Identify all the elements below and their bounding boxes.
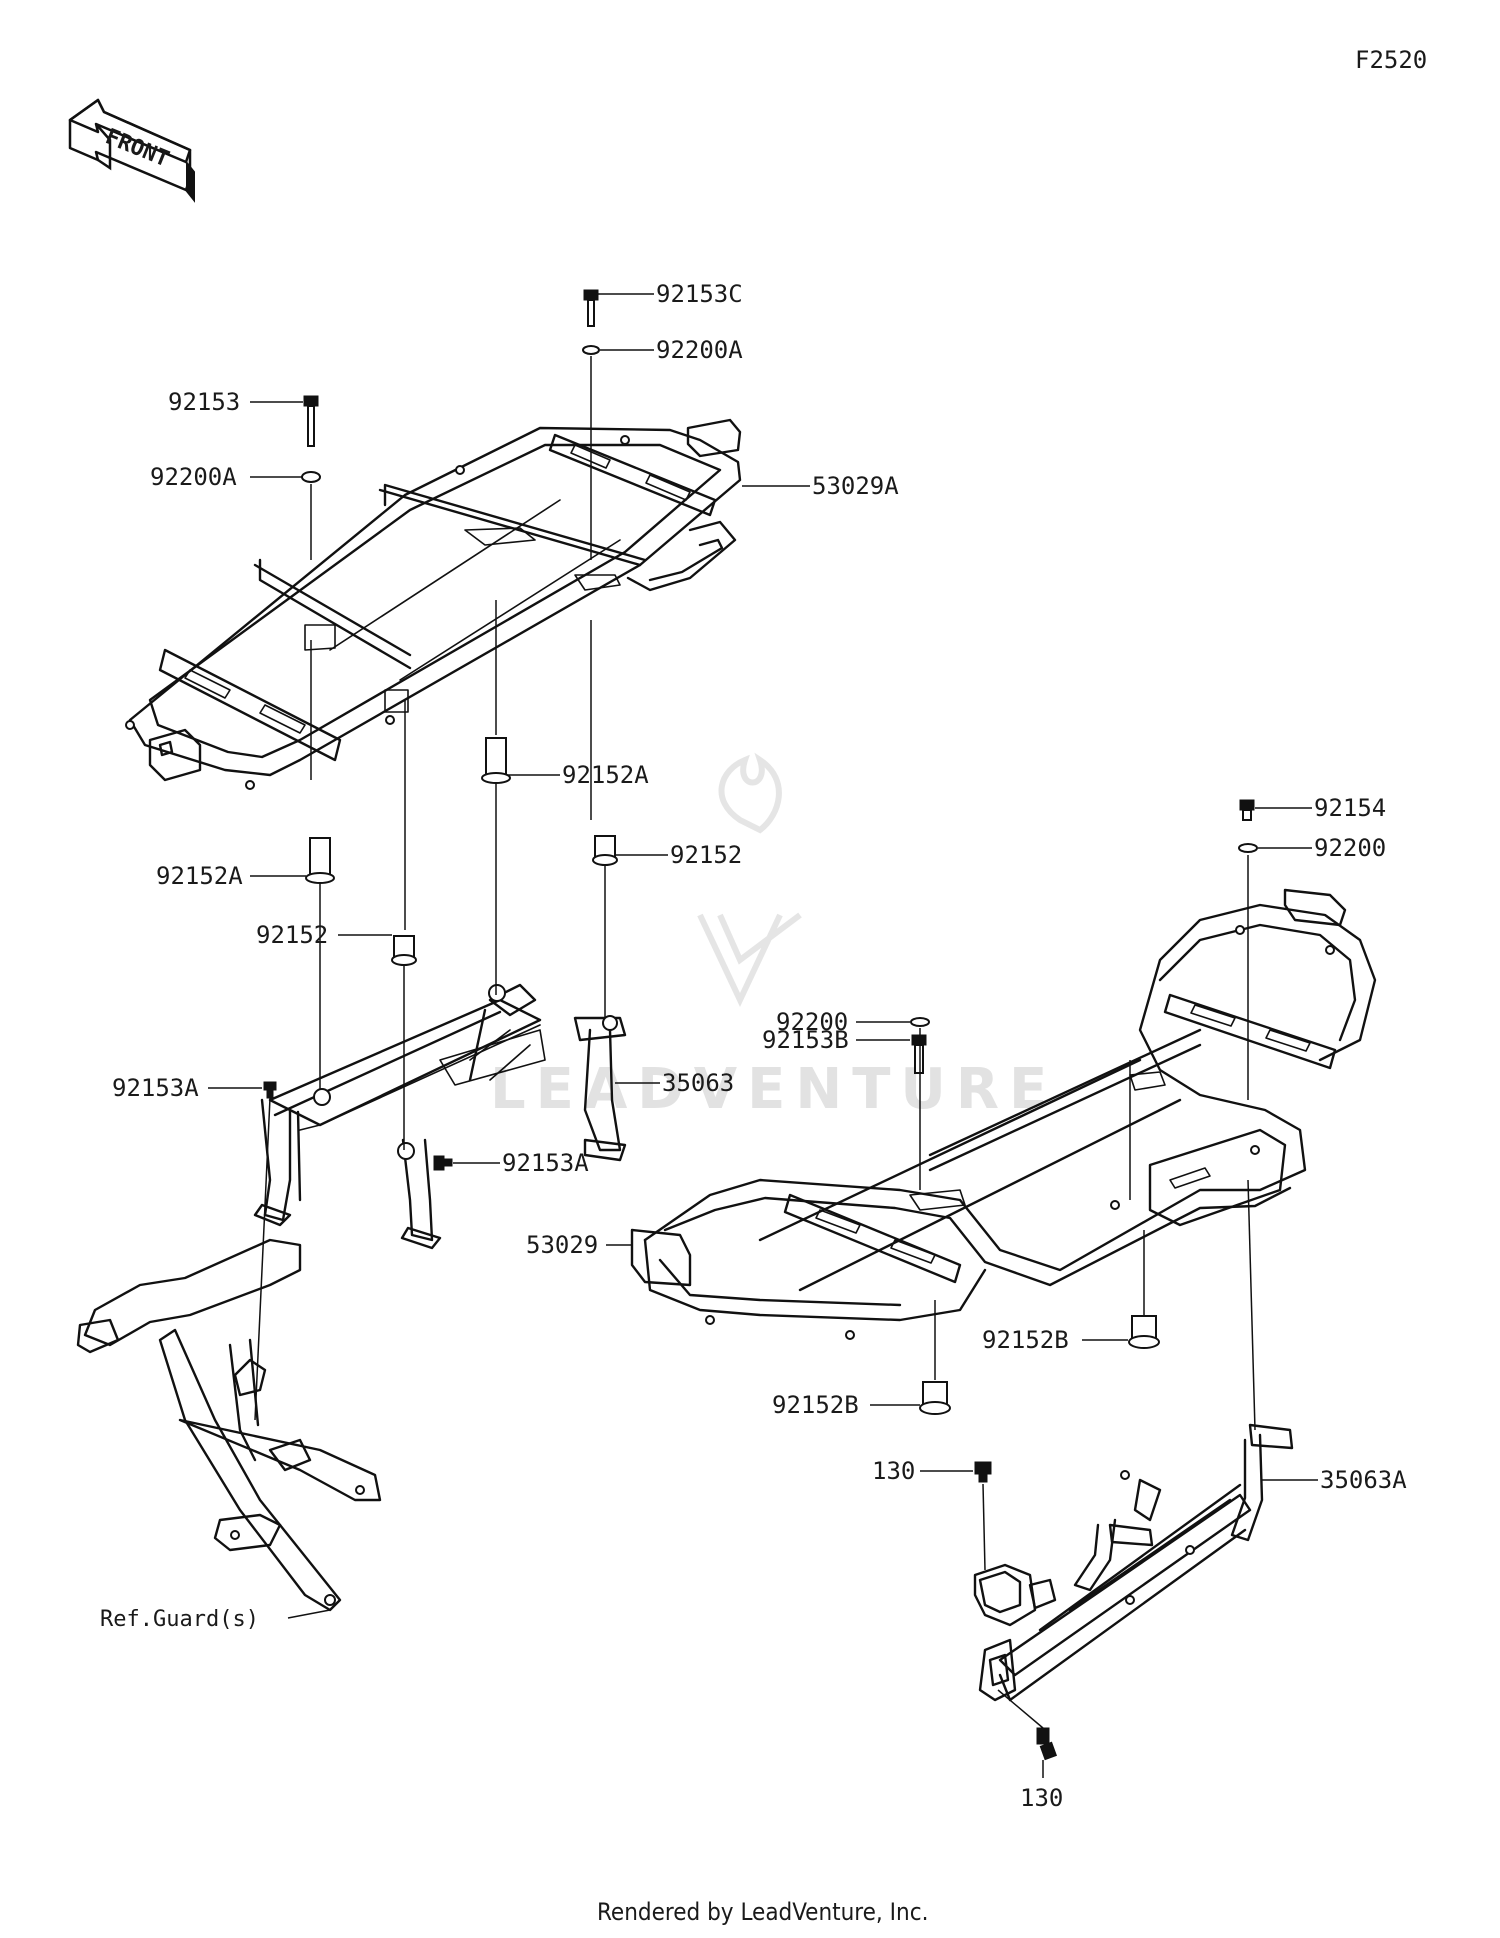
bolt-130-bottom <box>1036 1727 1058 1761</box>
callout-92152a-left: 92152A <box>156 862 243 890</box>
assembly-lines <box>254 356 1256 1729</box>
collar-92152b-right <box>1128 1315 1160 1349</box>
callout-92152b-right: 92152B <box>982 1326 1069 1354</box>
bolt-130-top <box>974 1461 992 1483</box>
bolt-92154 <box>1239 799 1255 821</box>
callout-130-bottom: 130 <box>1020 1784 1063 1812</box>
callout-92200-right: 92200 <box>1314 834 1386 862</box>
callout-35063: 35063 <box>662 1069 734 1097</box>
washer-92200-right <box>1238 843 1258 853</box>
callout-92200a-top: 92200A <box>656 336 743 364</box>
bolt-92153 <box>303 395 319 447</box>
collar-92152a-left <box>305 837 335 884</box>
callout-92152-mid: 92152 <box>670 841 742 869</box>
front-carrier-frame <box>125 418 742 790</box>
callout-53029a: 53029A <box>812 472 899 500</box>
watermark-logo: LEADVENTURE <box>490 752 1057 1122</box>
bolt-92153a-left <box>263 1081 277 1099</box>
callout-53029: 53029 <box>526 1231 598 1259</box>
callout-92153: 92153 <box>168 388 240 416</box>
collar-92152-left <box>391 935 417 966</box>
callout-92154: 92154 <box>1314 794 1386 822</box>
rear-carrier-frame <box>630 888 1377 1340</box>
watermark-text: LEADVENTURE <box>490 1057 1057 1122</box>
collar-92152-mid <box>592 835 618 866</box>
footer-credit: Rendered by LeadVenture, Inc. <box>597 1898 928 1926</box>
bolt-92153c <box>583 289 599 327</box>
bolt-92153a-mid <box>433 1155 453 1171</box>
callout-92152b-mid: 92152B <box>772 1391 859 1419</box>
callout-92200a-left: 92200A <box>150 463 237 491</box>
callout-92153c: 92153C <box>656 280 743 308</box>
bolt-92153b <box>911 1034 927 1074</box>
washer-92200a-top <box>582 345 600 355</box>
callout-35063a: 35063A <box>1320 1466 1407 1494</box>
washer-92200a-left <box>301 471 321 483</box>
diagram-id: F2520 <box>1355 46 1427 74</box>
callout-92153a-mid: 92153A <box>502 1149 589 1177</box>
washer-92200-mid <box>910 1017 930 1027</box>
callout-92153a-left: 92153A <box>112 1074 199 1102</box>
callout-92152a-mid: 92152A <box>562 761 649 789</box>
callout-92153b: 92153B <box>762 1026 849 1054</box>
callout-ref-guards: Ref.Guard(s) <box>100 1607 259 1632</box>
front-carrier-stay <box>253 983 627 1250</box>
callout-92152-left: 92152 <box>256 921 328 949</box>
collar-92152a-mid <box>481 737 511 784</box>
collar-92152b-mid <box>919 1381 951 1415</box>
callout-leaders <box>208 293 1318 1778</box>
reference-guard <box>76 1238 382 1612</box>
callout-130-top: 130 <box>872 1457 915 1485</box>
rear-carrier-stay <box>973 1423 1294 1702</box>
front-arrow-icon: FRONT <box>68 98 195 203</box>
callout-92200-mid: 92200 <box>776 1008 848 1036</box>
